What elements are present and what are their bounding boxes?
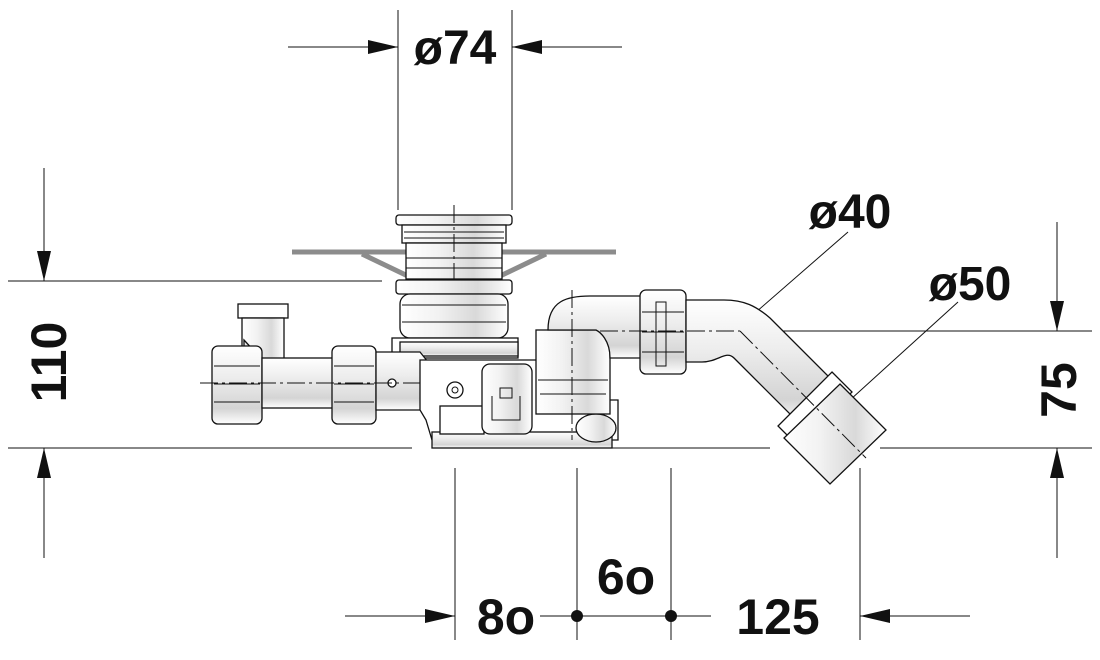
dim-height-75: 75 [1031, 362, 1087, 418]
dim-width-80: 8o [477, 589, 535, 645]
drain-plug [395, 205, 513, 300]
dim-width-60: 6o [597, 549, 655, 605]
dim-width-125: 125 [736, 589, 819, 645]
outlet-pipe [535, 289, 887, 485]
dim-diameter-40: ø40 [809, 186, 892, 239]
drain-body [391, 279, 519, 359]
dim-diameter-50: ø50 [929, 258, 1012, 311]
trap-body [419, 359, 619, 449]
dimension-lines [8, 10, 1092, 640]
dim-diameter-74: ø74 [414, 22, 497, 75]
dim-height-110: 110 [21, 322, 77, 403]
